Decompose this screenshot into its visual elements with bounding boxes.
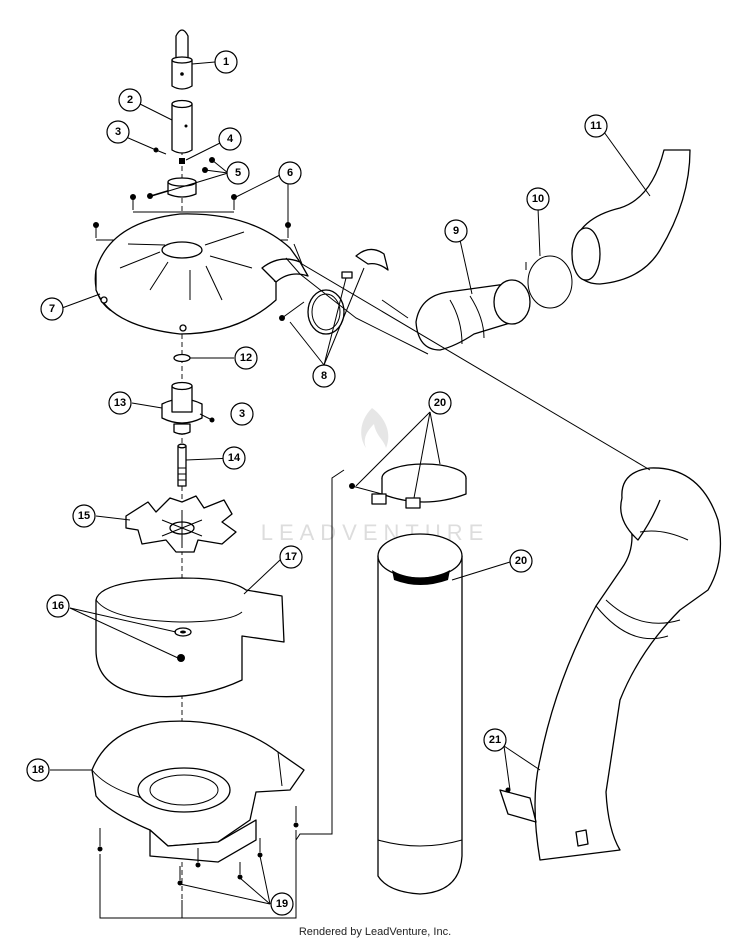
- watermark-text: LEADVENTURE: [261, 520, 490, 545]
- callout-20-clamp: 20: [428, 391, 452, 415]
- part-14-shaft: [177, 443, 187, 487]
- callout-14: 14: [222, 446, 246, 470]
- callout-16: 16: [46, 594, 70, 618]
- svg-text:17: 17: [285, 551, 297, 563]
- callout-2: 2: [118, 88, 142, 112]
- svg-text:16: 16: [52, 600, 64, 612]
- svg-text:7: 7: [49, 303, 55, 315]
- part-3-screw-upper: [153, 147, 167, 155]
- connection-lines: [99, 243, 651, 919]
- callout-13: 13: [108, 391, 132, 415]
- callout-9: 9: [444, 219, 468, 243]
- part-15-impeller: [125, 495, 237, 553]
- callout-4: 4: [218, 127, 242, 151]
- part-16-nut-washer: [174, 627, 192, 662]
- callout-10: 10: [526, 187, 550, 211]
- callout-21: 21: [483, 728, 507, 752]
- svg-text:13: 13: [114, 397, 126, 409]
- callout-20-tube: 20: [509, 549, 533, 573]
- svg-text:8: 8: [321, 370, 327, 382]
- callout-7: 7: [40, 297, 64, 321]
- svg-text:3: 3: [115, 126, 121, 138]
- svg-text:21: 21: [489, 734, 501, 746]
- svg-text:6: 6: [287, 167, 293, 179]
- svg-text:2: 2: [127, 94, 133, 106]
- svg-text:12: 12: [240, 352, 252, 364]
- callout-6: 6: [278, 161, 302, 185]
- collar: [167, 177, 197, 198]
- svg-text:14: 14: [228, 452, 241, 464]
- callout-3b: 3: [230, 402, 254, 426]
- svg-text:15: 15: [78, 510, 90, 522]
- part-12-washer: [173, 353, 191, 363]
- callout-19: 19: [270, 892, 294, 916]
- part-11-hose: [571, 149, 691, 285]
- svg-text:4: 4: [227, 133, 234, 145]
- svg-text:19: 19: [276, 898, 288, 910]
- part-1-adapter: [171, 29, 193, 90]
- part-17-band: [95, 577, 285, 698]
- callout-3: 3: [106, 120, 130, 144]
- callout-5: 5: [226, 161, 250, 185]
- callout-leaders: [50, 61, 651, 905]
- svg-text:18: 18: [32, 764, 44, 776]
- callout-8: 8: [312, 364, 336, 388]
- callout-18: 18: [26, 758, 50, 782]
- callout-15: 15: [72, 504, 96, 528]
- callout-1: 1: [214, 50, 238, 74]
- svg-text:3: 3: [239, 408, 245, 420]
- svg-text:1: 1: [223, 56, 229, 68]
- svg-text:10: 10: [532, 193, 544, 205]
- part-4-nut: [179, 158, 185, 164]
- callout-11: 11: [584, 114, 608, 138]
- callout-12: 12: [234, 346, 258, 370]
- part-21-chute: [499, 467, 722, 861]
- part-18-lower-housing: [91, 720, 305, 863]
- svg-text:11: 11: [590, 120, 602, 132]
- part-7-upper-housing: [94, 213, 309, 335]
- svg-text:9: 9: [453, 225, 459, 237]
- part-9-elbow: [415, 279, 531, 351]
- part-20-tube: [377, 533, 463, 895]
- svg-text:20: 20: [515, 555, 527, 567]
- part-2-tube: [171, 99, 193, 154]
- svg-text:5: 5: [235, 167, 241, 179]
- part-13-hub: [161, 381, 203, 435]
- part-3-screw-lower: [199, 413, 215, 423]
- footer-credit: Rendered by LeadVenture, Inc.: [298, 926, 452, 938]
- svg-text:20: 20: [434, 397, 446, 409]
- part-19-screws: [97, 806, 299, 886]
- callout-17: 17: [279, 545, 303, 569]
- part-20-clamp: [349, 463, 467, 509]
- part-10-ring: [525, 255, 573, 309]
